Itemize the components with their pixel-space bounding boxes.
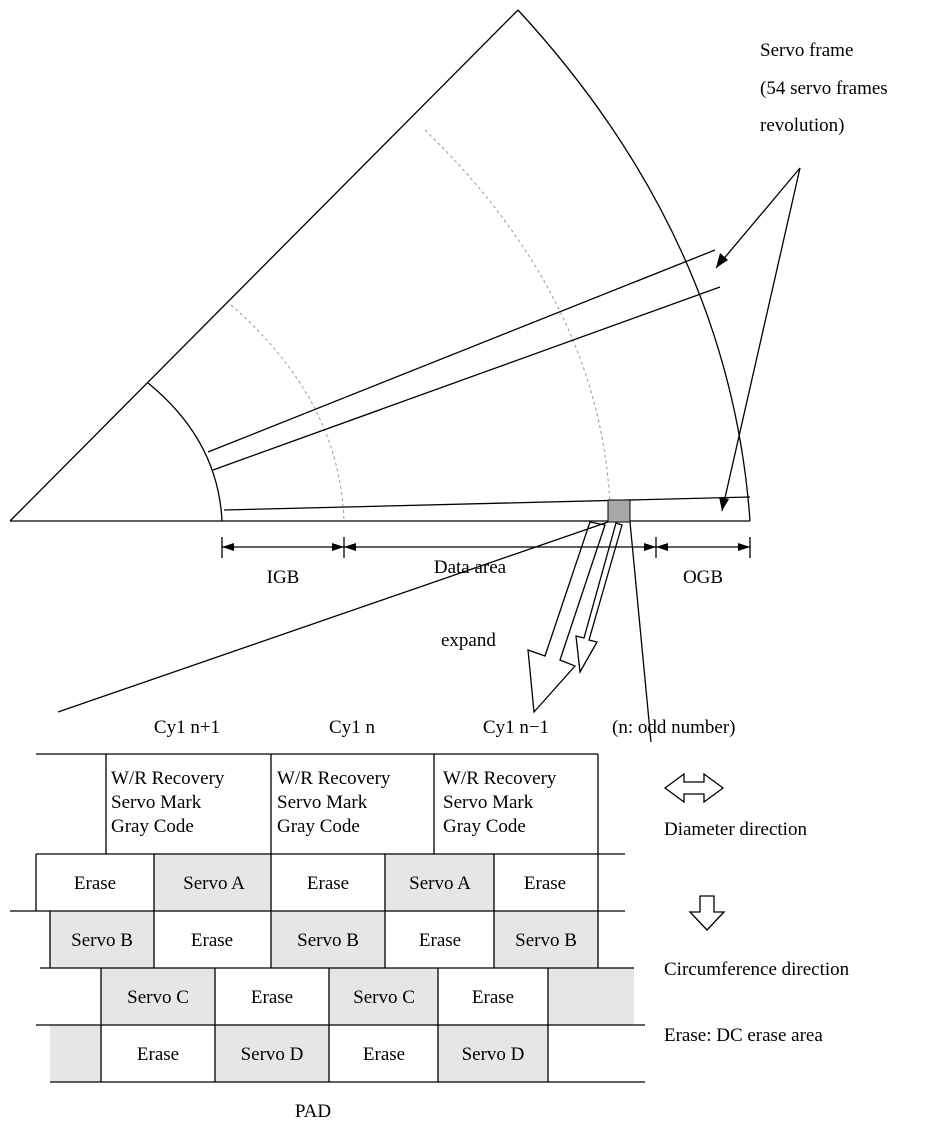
cyl-n: Cy1 n [329,717,375,738]
expand-label: expand [441,630,496,651]
fill-servo-d-2 [438,1025,548,1082]
cell-a-4: Servo A [409,873,471,894]
callout-line-2 [721,167,801,512]
header-cells: W/R Recovery Servo Mark Gray Code W/R Re… [111,768,557,837]
expand-line-left [57,521,609,713]
cell-b-1: Servo B [71,930,133,951]
callout-arrowhead-2 [719,497,729,511]
circumference-arrow-icon [688,895,726,931]
expand-arrow-small [575,522,623,675]
cell-b-2: Erase [191,930,233,951]
fill-servo-b-2 [271,911,385,968]
sector-inner-arc [147,382,223,522]
servo-frame-strip-top [207,249,716,453]
callout-arrowhead-1 [716,253,728,268]
fill-servo-b-3 [494,911,598,968]
expand-source-box [607,499,631,523]
fill-servo-a-1 [154,854,271,911]
servo-frame-callout: Servo frame (54 servo frames revolution) [715,40,888,512]
sector-left-edge [9,9,519,522]
diameter-arrow-icon [663,772,725,804]
erase-note-label: Erase: DC erase area [664,1025,823,1046]
diameter-direction-label: Diameter direction [664,819,807,840]
servo-frame-label-1: Servo frame [760,40,853,61]
dimension-arrowheads [222,543,750,551]
fill-servo-c-2 [329,968,438,1025]
cell-a-5: Erase [524,873,566,894]
fill-servo-b-1 [50,911,154,968]
header-cell-3-line3: Gray Code [443,816,526,837]
cell-b-3: Servo B [297,930,359,951]
callout-line-1 [715,167,801,269]
cell-d-1: Erase [137,1044,179,1065]
cell-d-4: Servo D [462,1044,525,1065]
cell-c-2: Erase [251,987,293,1008]
servo-frame-label-2: (54 servo frames [760,78,888,99]
pad-label: PAD [295,1101,331,1122]
zone-dimension: IGB Data area OGB [221,537,751,588]
zone-arc-igb [230,304,345,522]
cyl-n-plus-1: Cy1 n+1 [154,717,220,738]
table-grid [10,753,645,1083]
ogb-label: OGB [683,567,723,588]
cell-c-4: Erase [472,987,514,1008]
disk-sector [9,9,751,523]
fill-servo-a-2 [385,854,494,911]
cell-b-4: Erase [419,930,461,951]
expand-arrow-big [527,521,606,714]
cell-c-1: Servo C [127,987,189,1008]
cell-a-2: Servo A [183,873,245,894]
fill-pad-c [548,968,634,1025]
fill-servo-c-1 [101,968,215,1025]
servo-frame-label-3: revolution) [760,115,844,136]
cell-a-1: Erase [74,873,116,894]
header-cell-1-line1: W/R Recovery [111,768,225,789]
fill-servo-d-1 [215,1025,329,1082]
header-cell-3-line2: Servo Mark [443,792,534,813]
legend: Diameter direction Circumference directi… [663,772,850,1046]
table-cells: Erase Servo A Erase Servo A Erase Servo … [71,873,577,1065]
cell-c-3: Servo C [353,987,415,1008]
zone-arc-data [424,129,611,506]
cell-a-3: Erase [307,873,349,894]
expand-line-right [629,521,652,743]
cylinder-labels: Cy1 n+1 Cy1 n Cy1 n−1 (n: odd number) [154,717,736,738]
servo-frame-strip-bottom [212,286,721,471]
header-cell-1-line3: Gray Code [111,816,194,837]
fill-pad-d [50,1025,101,1082]
cyl-n-minus-1: Cy1 n−1 [483,717,549,738]
cell-d-2: Servo D [241,1044,304,1065]
igb-label: IGB [267,567,300,588]
data-area-label: Data area [434,557,507,578]
header-cell-2-line3: Gray Code [277,816,360,837]
odd-number-note: (n: odd number) [612,717,735,738]
header-cell-2-line2: Servo Mark [277,792,368,813]
expand-callout: expand [57,521,652,743]
cell-d-3: Erase [363,1044,405,1065]
header-cell-1-line2: Servo Mark [111,792,202,813]
circumference-direction-label: Circumference direction [664,959,850,980]
bottom-strip-top [223,496,751,511]
header-cell-2-line1: W/R Recovery [277,768,391,789]
header-cell-3-line1: W/R Recovery [443,768,557,789]
cell-b-5: Servo B [515,930,577,951]
servo-fills [50,854,634,1082]
sector-outer-arc [517,9,751,522]
